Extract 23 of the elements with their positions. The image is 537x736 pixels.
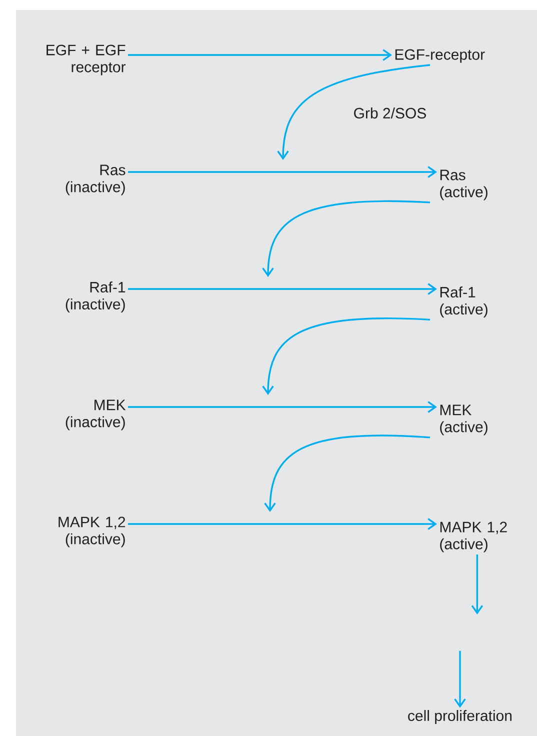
pathway-label: MAPK 1,2 (inactive) xyxy=(58,516,126,548)
arrow xyxy=(128,166,437,178)
arrow xyxy=(277,64,430,160)
arrow xyxy=(264,434,430,512)
arrow xyxy=(128,283,437,295)
pathway-label: EGF + EGF receptor xyxy=(46,44,126,76)
edge-label: Grb 2/SOS xyxy=(352,106,428,120)
arrow xyxy=(262,200,430,277)
pathway-label: cell proliferation xyxy=(408,710,512,724)
pathway-label: Ras (inactive) xyxy=(66,164,126,196)
pathway-label: Raf-1 (inactive) xyxy=(66,282,126,312)
arrow xyxy=(128,518,437,530)
pathway-label: Ras (active) xyxy=(440,170,488,200)
arrow xyxy=(128,401,437,413)
arrow xyxy=(128,49,392,61)
arrow xyxy=(454,650,466,708)
arrow xyxy=(471,554,484,614)
pathway-label: MAPK 1,2 (active) xyxy=(440,522,507,552)
pathway-label: MEK (active) xyxy=(440,404,488,436)
pathway-label: MEK (inactive) xyxy=(66,400,126,430)
arrow xyxy=(262,318,430,395)
pathway-label: Raf-1 (active) xyxy=(440,286,488,318)
pathway-label: EGF-receptor xyxy=(395,49,485,63)
